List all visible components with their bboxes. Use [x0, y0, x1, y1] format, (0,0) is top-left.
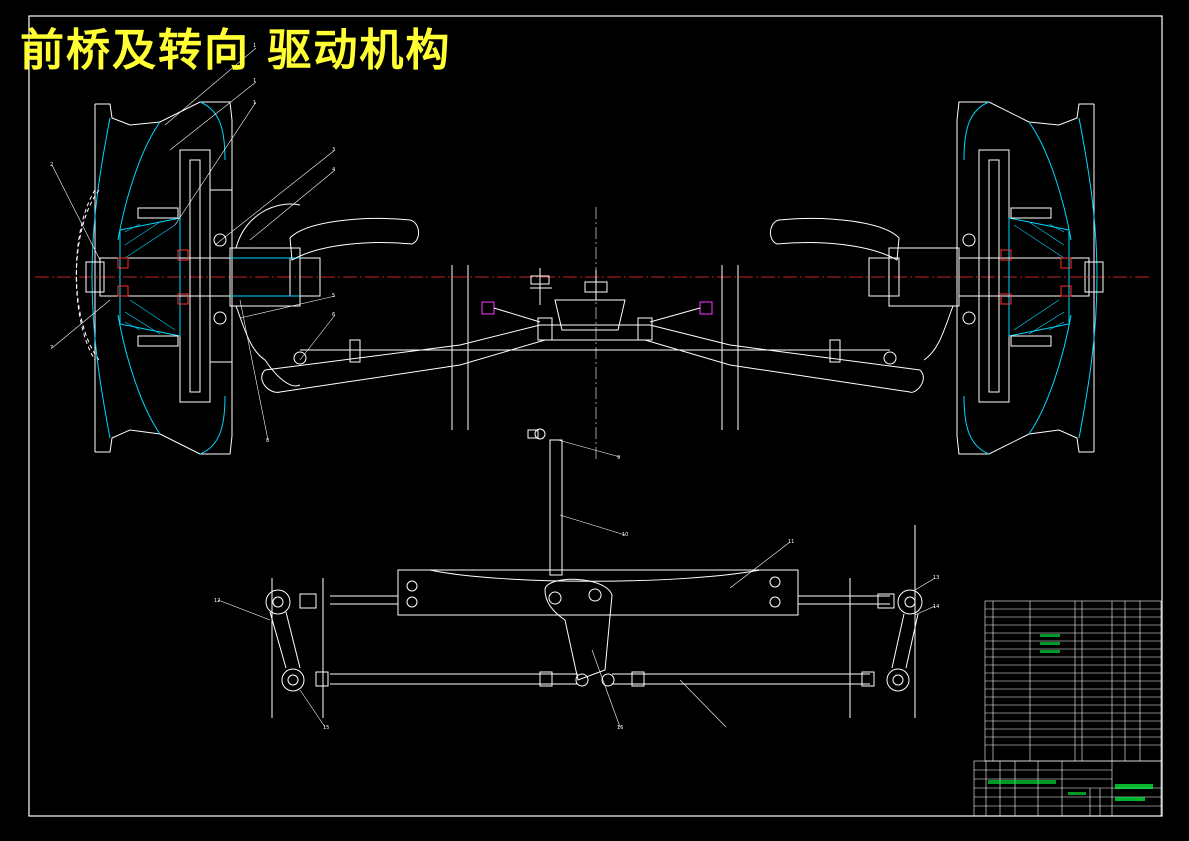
drawing-frame — [28, 15, 1163, 817]
left-knuckle-body — [235, 203, 301, 387]
steering-linkage — [265, 428, 923, 718]
drawing-title: 前桥及转向 驱动机构 — [20, 25, 452, 76]
balloon: 3 — [332, 147, 335, 153]
part-balloons: 1 1 1 2 3 4 5 6 7 8 9 10 11 12 13 14 15 … — [50, 43, 939, 731]
balloon: 9 — [617, 455, 620, 461]
balloon: 1 — [253, 78, 256, 84]
balloon: 12 — [214, 598, 220, 604]
left-steering-knuckle-arm — [289, 217, 419, 261]
balloon: 11 — [788, 539, 794, 545]
balloon: 6 — [332, 312, 335, 318]
balloon: 4 — [332, 167, 335, 173]
balloon: 5 — [332, 293, 335, 299]
balloon: 1 — [253, 43, 256, 49]
right-wheel-assembly — [76, 101, 1104, 455]
front-axle-beam — [261, 265, 924, 430]
balloon: 1 — [253, 100, 256, 106]
left-wheel-assembly — [75, 101, 321, 455]
balloon: 15 — [323, 725, 329, 731]
balloon: 10 — [622, 532, 628, 538]
balloon: 16 — [617, 725, 623, 731]
balloon: 8 — [266, 438, 269, 444]
balloon: 7 — [50, 345, 53, 351]
balloon: 14 — [933, 604, 939, 610]
leader-lines — [51, 47, 936, 728]
balloon: 2 — [50, 162, 53, 168]
balloon: 13 — [933, 575, 939, 581]
parts-list-table — [973, 600, 1162, 817]
